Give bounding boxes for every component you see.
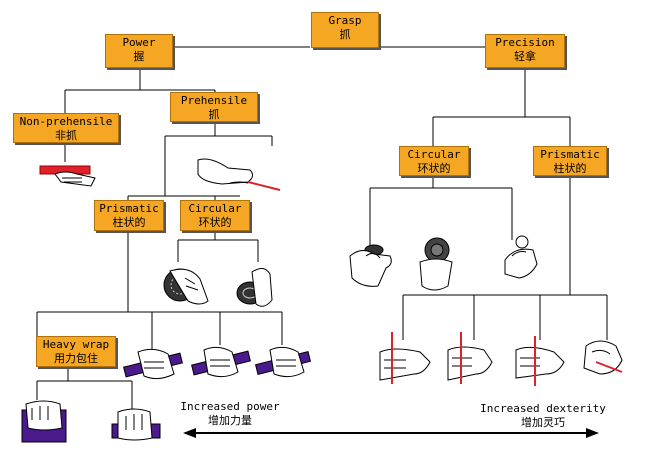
hand-gripping-purple-bar-icon-2 xyxy=(191,346,251,378)
connector-precision-circular-images xyxy=(369,176,513,245)
connector-power-children xyxy=(64,68,216,113)
fist-purple-block-icon-2 xyxy=(111,408,161,441)
node-power-prismatic-en: Prismatic xyxy=(99,202,159,215)
node-grasp-en: Grasp xyxy=(328,14,362,27)
node-power-prismatic: Prismatic 柱状的 xyxy=(94,200,164,231)
node-precision-prismatic-zh: 柱状的 xyxy=(553,162,587,175)
hand-holding-small-disc-icon xyxy=(236,268,273,307)
node-precision-en: Precision xyxy=(495,36,555,49)
node-prehensile-zh: 抓 xyxy=(208,108,220,121)
axis-label-dexterity: Increased dexterity 增加灵巧 xyxy=(470,402,616,430)
hand-pushing-red-bar-icon xyxy=(39,165,96,187)
node-power-circular-zh: 环状的 xyxy=(198,216,232,229)
node-non-prehensile: Non-prehensile 非抓 xyxy=(13,113,119,143)
node-power-prismatic-zh: 柱状的 xyxy=(112,216,146,229)
axis-label-power-en: Increased power xyxy=(180,400,280,413)
node-precision-circular: Circular 环状的 xyxy=(399,146,469,176)
power-dexterity-arrow xyxy=(183,428,599,438)
connector-power-prismatic-children xyxy=(36,231,283,350)
node-precision-prismatic: Prismatic 柱状的 xyxy=(533,146,607,176)
node-precision: Precision 轻拿 xyxy=(485,34,565,68)
node-prehensile-en: Prehensile xyxy=(180,94,248,107)
connector-precision-children xyxy=(432,68,571,146)
node-precision-zh: 轻拿 xyxy=(514,50,536,63)
hand-pinching-red-stick-icon xyxy=(197,158,281,191)
node-grasp-zh: 抓 xyxy=(339,28,351,41)
node-power-zh: 握 xyxy=(133,50,145,63)
connector-power-circular-images xyxy=(177,231,259,262)
hand-gripping-purple-bar-icon-3 xyxy=(254,346,312,378)
axis-label-dexterity-en: Increased dexterity xyxy=(480,402,606,415)
node-power-en: Power xyxy=(122,36,156,49)
hand-grasping-red-rod-icon xyxy=(379,332,431,384)
hand-grasping-red-rod-icon-3 xyxy=(515,336,565,386)
node-power-circular: Circular 环状的 xyxy=(180,200,250,231)
node-heavy-wrap: Heavy wrap 用力包住 xyxy=(36,336,116,367)
hand-grasping-red-rod-icon-4 xyxy=(583,340,623,375)
fist-purple-block-icon xyxy=(21,400,67,443)
hand-holding-ball-icon xyxy=(504,235,538,279)
node-power: Power 握 xyxy=(105,34,173,68)
hand-gripping-purple-bar-icon xyxy=(123,348,183,380)
node-power-circular-en: Circular xyxy=(188,202,242,215)
hand-holding-grooved-disc-icon xyxy=(163,268,209,305)
hand-grasping-red-rod-icon-2 xyxy=(447,332,493,384)
node-heavy-wrap-zh: 用力包住 xyxy=(54,352,98,365)
node-precision-circular-en: Circular xyxy=(407,148,461,161)
node-grasp: Grasp 抓 xyxy=(311,12,379,48)
node-non-prehensile-en: Non-prehensile xyxy=(19,115,113,128)
node-non-prehensile-zh: 非抓 xyxy=(55,129,77,142)
axis-label-dexterity-zh: 增加灵巧 xyxy=(521,416,565,429)
node-precision-prismatic-en: Prismatic xyxy=(540,148,600,161)
axis-label-power: Increased power 增加力量 xyxy=(170,400,290,428)
axis-label-power-zh: 增加力量 xyxy=(208,414,252,427)
connector-power-shape-split xyxy=(127,195,240,200)
node-prehensile: Prehensile 抓 xyxy=(170,92,258,122)
node-heavy-wrap-en: Heavy wrap xyxy=(42,338,110,351)
connector-prehensile-children xyxy=(164,122,273,196)
connector-heavywrap-images xyxy=(36,367,133,410)
connector-precision-prismatic-images xyxy=(402,176,608,340)
hand-pinching-coin-icon xyxy=(349,244,392,287)
hand-holding-textured-disc-icon xyxy=(419,237,453,291)
node-precision-circular-zh: 环状的 xyxy=(417,162,451,175)
